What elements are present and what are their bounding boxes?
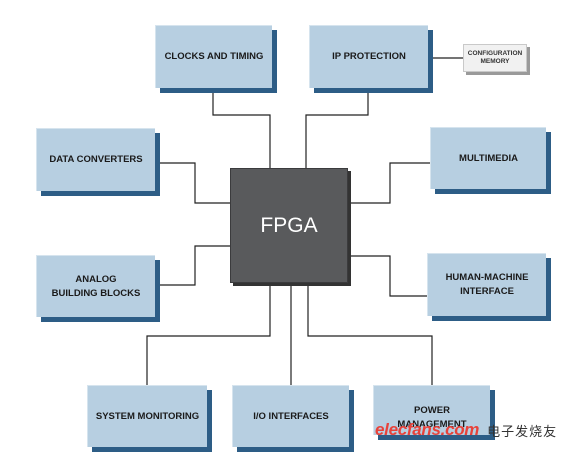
- wire-data-converters: [157, 162, 230, 204]
- block-human-machine-interface: HUMAN-MACHINE INTERFACE: [427, 253, 546, 316]
- wire-analog: [157, 245, 230, 286]
- block-io-interfaces: I/O INTERFACES: [232, 385, 349, 447]
- wire-hmi: [348, 255, 427, 297]
- block-power-management: POWER MANAGEMENT: [373, 385, 490, 435]
- block-ip-protection: IP PROTECTION: [309, 25, 428, 88]
- watermark-chinese: 电子发烧友: [487, 424, 558, 440]
- block-analog-building-blocks: ANALOG BUILDING BLOCKS: [36, 255, 155, 317]
- watermark: elecfans.com 电子发烧友: [375, 420, 557, 440]
- block-clocks-and-timing: CLOCKS AND TIMING: [155, 25, 272, 88]
- wire-ip: [305, 88, 369, 168]
- block-data-converters: DATA CONVERTERS: [36, 128, 155, 191]
- block-multimedia: MULTIMEDIA: [430, 127, 546, 189]
- block-system-monitoring: SYSTEM MONITORING: [87, 385, 207, 447]
- block-configuration-memory: CONFIGURATION MEMORY: [463, 44, 527, 72]
- fpga-block: FPGA: [230, 168, 348, 283]
- wire-clocks: [212, 88, 271, 168]
- wire-power: [307, 283, 433, 385]
- wire-system-monitoring: [146, 283, 271, 385]
- wire-multimedia: [348, 162, 430, 204]
- watermark-logo: elecfans.com: [375, 420, 480, 439]
